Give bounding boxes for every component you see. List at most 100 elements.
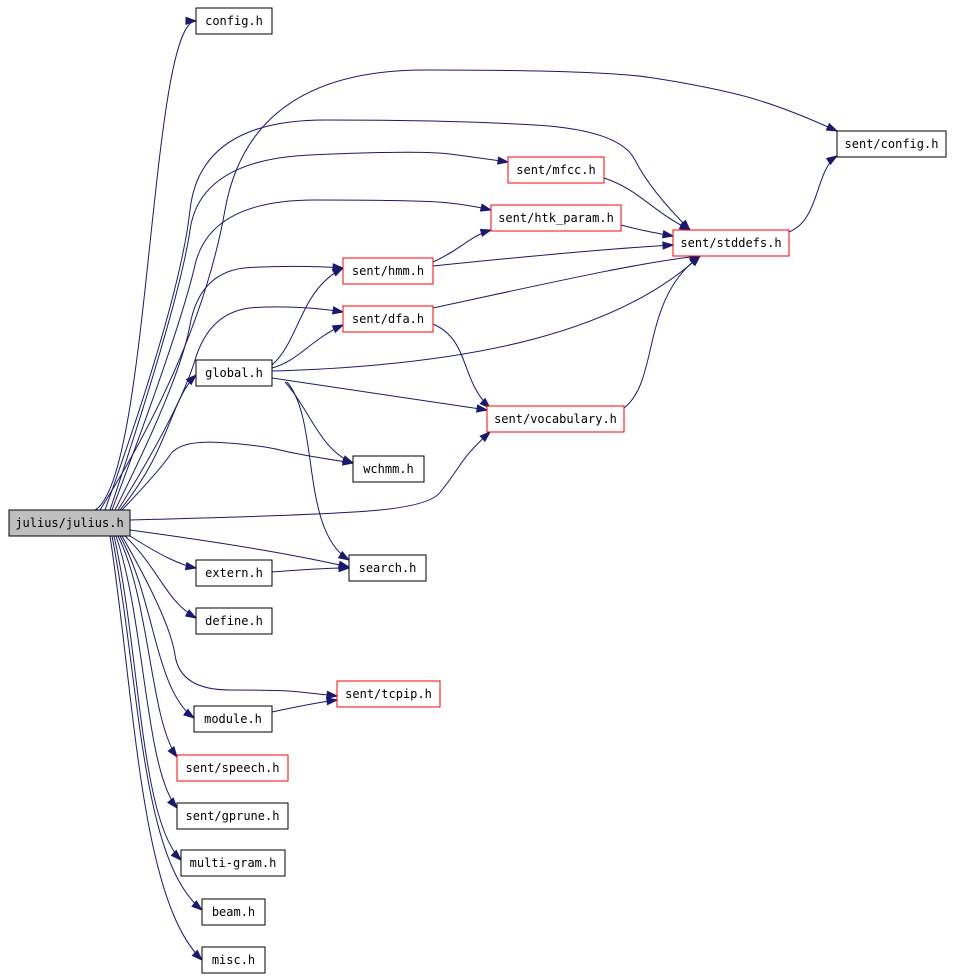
edge-global-to-wchmm: [284, 381, 355, 464]
edge-arrowhead: [479, 430, 492, 443]
node-label: sent/mfcc.h: [516, 163, 595, 177]
node-misc: misc.h: [201, 946, 266, 974]
node-label: module.h: [204, 712, 262, 726]
node-sent-tcpip[interactable]: sent/tcpip.h: [336, 680, 441, 708]
edge-arrowhead: [167, 746, 178, 759]
node-box: [342, 305, 434, 333]
edge-julius-to-sent-config: [99, 69, 839, 511]
edge-sent-hmm-to-sent-htk-param: [432, 228, 493, 263]
edge-sent-htk-param-to-sent-stddefs: [620, 224, 675, 239]
node-sent-mfcc[interactable]: sent/mfcc.h: [507, 156, 605, 184]
edge-arrowhead: [184, 561, 198, 571]
edge-global-to-sent-dfa: [271, 324, 345, 369]
node-box: [193, 705, 273, 733]
edge-sent-hmm-to-sent-stddefs: [432, 241, 675, 267]
edge-line: [109, 535, 203, 961]
edge-julius-to-global: [119, 373, 198, 511]
edge-arrowhead: [170, 849, 183, 862]
edge-arrowhead: [326, 690, 339, 700]
edge-julius-to-sent-dfa: [117, 306, 345, 511]
edge-julius-to-sent-vocabulary: [129, 430, 492, 521]
edge-arrowhead: [331, 306, 345, 315]
edge-line: [111, 535, 203, 911]
edge-line: [99, 69, 838, 511]
edge-julius-to-sent-tcpip: [121, 535, 339, 700]
nodes-layer: julius/julius.hconfig.hsent/config.hsent…: [8, 7, 947, 974]
node-multi-gram: multi-gram.h: [180, 849, 286, 877]
edge-arrowhead: [825, 155, 839, 166]
node-sent-htk-param[interactable]: sent/htk_param.h: [490, 204, 622, 232]
node-label: sent/dfa.h: [352, 312, 424, 326]
node-sent-dfa[interactable]: sent/dfa.h: [342, 305, 434, 333]
node-label: extern.h: [205, 566, 263, 580]
node-global: global.h: [195, 359, 273, 387]
edge-arrowhead: [661, 230, 675, 239]
edge-julius-to-beam: [111, 535, 204, 911]
node-box: [195, 7, 273, 35]
node-sent-gprune: sent/gprune.h: [176, 802, 289, 830]
edge-line: [94, 20, 197, 511]
edge-arrowhead: [479, 228, 493, 237]
edges-layer: [94, 16, 839, 962]
edge-line: [121, 441, 354, 511]
edge-arrowhead: [825, 122, 839, 132]
edge-line: [115, 535, 178, 809]
node-label: wchmm.h: [363, 462, 414, 476]
node-box: [176, 754, 289, 782]
node-box: [195, 359, 273, 387]
node-label: sent/stddefs.h: [680, 236, 781, 250]
edge-arrowhead: [678, 221, 692, 231]
node-extern: extern.h: [195, 559, 273, 587]
edge-line: [111, 199, 492, 511]
node-box: [336, 680, 441, 708]
edge-line: [623, 255, 701, 409]
edge-arrowhead: [479, 203, 493, 212]
node-label: sent/vocabulary.h: [494, 412, 617, 426]
edge-arrowhead: [191, 900, 204, 911]
edge-line: [271, 267, 344, 366]
edge-line: [271, 377, 488, 411]
node-box: [672, 229, 790, 257]
node-label: multi-gram.h: [190, 856, 277, 870]
node-label: sent/tcpip.h: [345, 687, 432, 701]
edge-line: [603, 177, 691, 231]
edge-arrowhead: [331, 267, 345, 277]
node-sent-vocabulary[interactable]: sent/vocabulary.h: [486, 405, 625, 433]
node-box: [195, 559, 273, 587]
node-label: search.h: [359, 561, 417, 575]
node-beam: beam.h: [201, 898, 266, 926]
node-box: [836, 130, 947, 158]
node-box: [176, 802, 289, 830]
edge-module-to-sent-tcpip: [271, 697, 339, 713]
edge-arrowhead: [689, 255, 702, 266]
node-label: sent/speech.h: [186, 761, 280, 775]
edge-sent-dfa-to-sent-vocabulary: [432, 323, 492, 410]
node-box: [486, 405, 625, 433]
node-wchmm: wchmm.h: [352, 455, 425, 483]
edge-julius-to-sent-speech: [117, 535, 178, 759]
edge-julius-to-sent-htk-param: [111, 199, 493, 511]
edge-line: [432, 244, 674, 267]
node-sent-hmm[interactable]: sent/hmm.h: [342, 257, 434, 285]
node-box: [195, 607, 273, 635]
edge-arrowhead: [184, 609, 198, 619]
node-label: beam.h: [212, 905, 255, 919]
edge-sent-mfcc-to-sent-stddefs: [603, 177, 692, 231]
node-sent-config: sent/config.h: [836, 130, 947, 158]
node-sent-speech[interactable]: sent/speech.h: [176, 754, 289, 782]
edge-arrowhead: [341, 455, 355, 464]
edge-sent-vocabulary-to-sent-stddefs: [623, 255, 702, 409]
edge-arrowhead: [185, 373, 198, 386]
edge-arrowhead: [497, 156, 510, 165]
edge-line: [119, 374, 197, 511]
node-search: search.h: [348, 554, 427, 582]
node-box: [201, 946, 266, 974]
edge-julius-to-config: [94, 16, 198, 511]
edge-line: [113, 535, 182, 861]
node-box: [8, 509, 131, 537]
edge-line: [271, 255, 701, 372]
node-sent-stddefs[interactable]: sent/stddefs.h: [672, 229, 790, 257]
edge-global-to-search: [286, 381, 351, 561]
edge-arrowhead: [167, 797, 178, 810]
